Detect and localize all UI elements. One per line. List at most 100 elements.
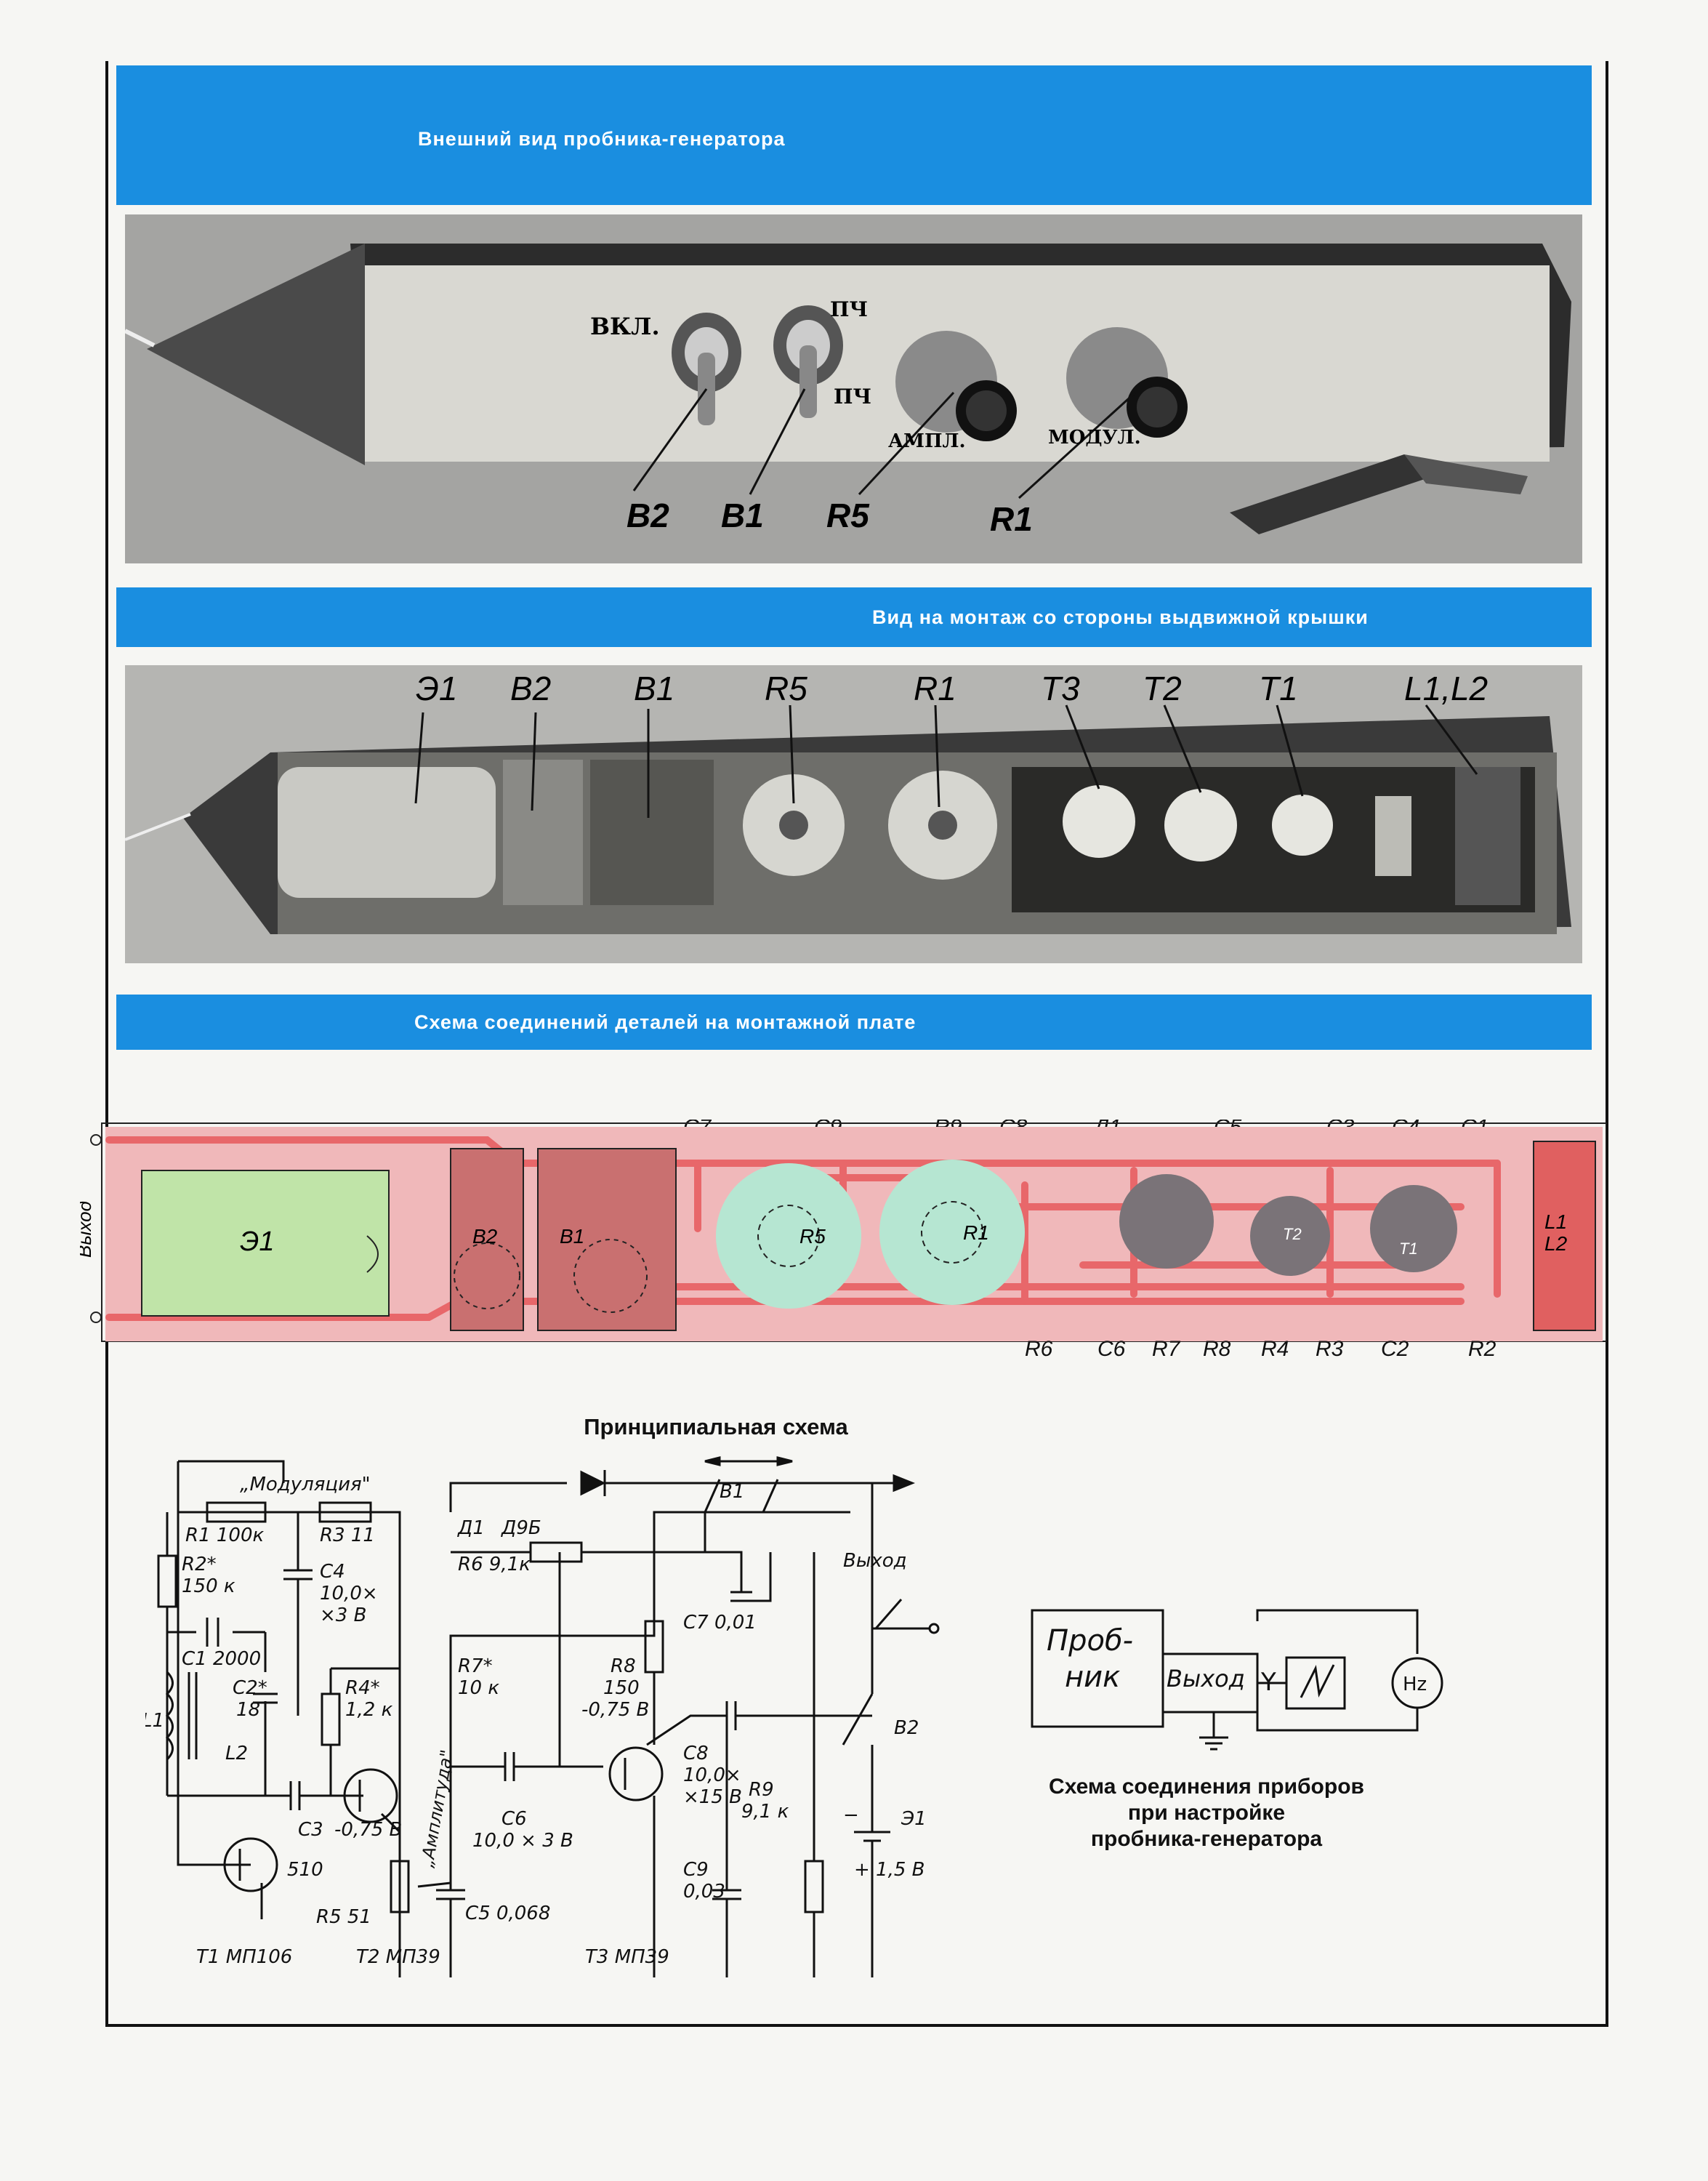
- board-label-c2: C2: [1381, 1337, 1409, 1359]
- svg-text:9,1 к: 9,1 к: [741, 1801, 789, 1823]
- board-b2: [450, 1148, 524, 1331]
- svg-text:Выход: Выход: [843, 1550, 907, 1572]
- knob-r1-photo: [1066, 327, 1188, 438]
- svg-text:T3 МП39: T3 МП39: [585, 1946, 669, 1968]
- svg-text:10,0×: 10,0×: [320, 1583, 378, 1604]
- board-label-r7: R7: [1152, 1337, 1181, 1359]
- callout-t3: T3: [1041, 670, 1080, 707]
- svg-text:Проб-: Проб-: [1047, 1624, 1133, 1658]
- schematic-title: Принципиальная схема: [584, 1414, 848, 1439]
- probe-box: [1031, 1609, 1164, 1728]
- svg-text:R5: R5: [799, 1225, 826, 1248]
- callout-r5: R5: [826, 497, 870, 534]
- coils-photo: [1455, 767, 1520, 905]
- svg-text:C1 2000: C1 2000: [182, 1648, 261, 1670]
- battery-photo: [278, 767, 496, 898]
- board-r1: [879, 1160, 1025, 1305]
- exterior-photo: ВКЛ. ПЧ ПЧ АМПЛ. МОДУЛ. B2 B1 R5 R1: [125, 214, 1582, 563]
- callout-b2: B2: [627, 497, 669, 534]
- svg-text:B2: B2: [894, 1717, 919, 1739]
- callout-coils: L1,L2: [1404, 670, 1488, 707]
- svg-text:T2: T2: [1283, 1225, 1302, 1243]
- svg-text:10 к: 10 к: [458, 1677, 499, 1699]
- callout-r5-2: R5: [765, 670, 807, 707]
- svg-text:ПЧ: ПЧ: [683, 1454, 711, 1455]
- svg-text:L2: L2: [225, 1743, 248, 1764]
- svg-text:B2: B2: [472, 1225, 498, 1248]
- svg-text:R9: R9: [749, 1779, 774, 1801]
- board-t2: [1250, 1196, 1330, 1276]
- svg-text:R6 9,1к: R6 9,1к: [458, 1554, 531, 1575]
- svg-text:510: 510: [287, 1859, 323, 1881]
- board-layout: C7 C9 R9 C8 Д1 C5 C3 C4 C1 Выход: [80, 1120, 1606, 1359]
- svg-text:T1: T1: [1399, 1240, 1418, 1258]
- board-label-r2: R2: [1468, 1337, 1496, 1359]
- label-hf: ПЧ: [830, 297, 868, 321]
- svg-text:0,03: 0,03: [683, 1881, 725, 1903]
- svg-text:R3 11: R3 11: [320, 1525, 375, 1546]
- svg-text:C7 0,01: C7 0,01: [683, 1612, 757, 1634]
- svg-text:T1 МП106: T1 МП106: [196, 1946, 292, 1968]
- svg-text:C5 0,068: C5 0,068: [465, 1903, 550, 1924]
- board-label-c6: C6: [1097, 1337, 1126, 1359]
- t1-photo: [1272, 795, 1333, 856]
- label-amp: АМПЛ.: [888, 430, 966, 452]
- svg-text:L2: L2: [1544, 1232, 1568, 1255]
- svg-text:L1: L1: [1544, 1210, 1567, 1233]
- callout-r1: R1: [990, 500, 1033, 538]
- t3-photo: [1063, 785, 1135, 858]
- toggle-b1-photo: [773, 305, 843, 418]
- board-battery-label: Э1: [240, 1226, 275, 1257]
- assembly-photo: Э1 B2 B1 R5 R1 T3 T2 T1 L1,L2: [125, 665, 1582, 963]
- callout-b2-2: B2: [510, 670, 551, 707]
- knob-r5-photo: [895, 331, 1017, 441]
- svg-text:ник: ник: [1065, 1660, 1120, 1694]
- svg-text:Д9Б: Д9Б: [501, 1517, 541, 1539]
- callout-e1: Э1: [416, 670, 458, 707]
- svg-text:150: 150: [603, 1677, 640, 1699]
- svg-text:C8: C8: [683, 1743, 709, 1764]
- board-t1: [1370, 1185, 1457, 1272]
- board-label-r3: R3: [1316, 1337, 1344, 1359]
- board-label-r4: R4: [1261, 1337, 1289, 1359]
- svg-text:150 к: 150 к: [182, 1575, 235, 1597]
- board-label-r6: R6: [1025, 1337, 1053, 1359]
- svg-text:B1: B1: [720, 1481, 744, 1503]
- svg-text:Э1: Э1: [901, 1808, 927, 1830]
- header-board: Схема соединений деталей на монтажной пл…: [116, 995, 1592, 1050]
- header-exterior: Внешний вид пробника-генератора: [116, 65, 1592, 205]
- svg-text:НЧ: НЧ: [770, 1454, 798, 1455]
- callout-b1: B1: [721, 497, 764, 534]
- schematic: „Модуляция" R1 100к R2* 150 к R3 11 C4 1…: [145, 1454, 1526, 2036]
- svg-text:×3 В: ×3 В: [320, 1604, 366, 1626]
- svg-text:×15 В: ×15 В: [683, 1786, 742, 1808]
- board-t3: [1119, 1174, 1214, 1269]
- callout-r1-2: R1: [914, 670, 956, 707]
- label-switch-on: ВКЛ.: [590, 313, 660, 340]
- board-label-r8: R8: [1203, 1337, 1231, 1359]
- svg-text:R1 100к: R1 100к: [185, 1525, 264, 1546]
- header-assembly: Вид на монтаж со стороны выдвижной крышк…: [116, 587, 1592, 647]
- label-lf: ПЧ: [834, 385, 871, 409]
- callout-b1-2: B1: [634, 670, 674, 707]
- svg-text:R8: R8: [611, 1655, 636, 1677]
- svg-text:B1: B1: [560, 1225, 584, 1248]
- svg-text:L1: L1: [145, 1710, 164, 1732]
- svg-text:C9: C9: [683, 1859, 709, 1881]
- svg-text:T2 МП39: T2 МП39: [356, 1946, 440, 1968]
- svg-text:10,0×: 10,0×: [683, 1764, 741, 1786]
- board-battery: [141, 1170, 390, 1317]
- svg-text:Выход: Выход: [1167, 1665, 1245, 1692]
- svg-text:C3: C3: [298, 1819, 323, 1841]
- svg-text:R7*: R7*: [458, 1655, 493, 1677]
- svg-text:C6: C6: [501, 1808, 527, 1830]
- svg-text:10,0 × 3 В: 10,0 × 3 В: [472, 1830, 573, 1852]
- board-output-label: Выход: [80, 1201, 95, 1258]
- svg-text:+ 1,5 В: + 1,5 В: [854, 1859, 925, 1881]
- svg-text:1,2 к: 1,2 к: [345, 1699, 393, 1721]
- callout-t1: T1: [1259, 670, 1298, 707]
- svg-text:-0,75 В: -0,75 В: [581, 1699, 649, 1721]
- toggle-b2-photo: [672, 313, 741, 425]
- board-r5: [716, 1163, 861, 1309]
- svg-text:R2*: R2*: [182, 1554, 217, 1575]
